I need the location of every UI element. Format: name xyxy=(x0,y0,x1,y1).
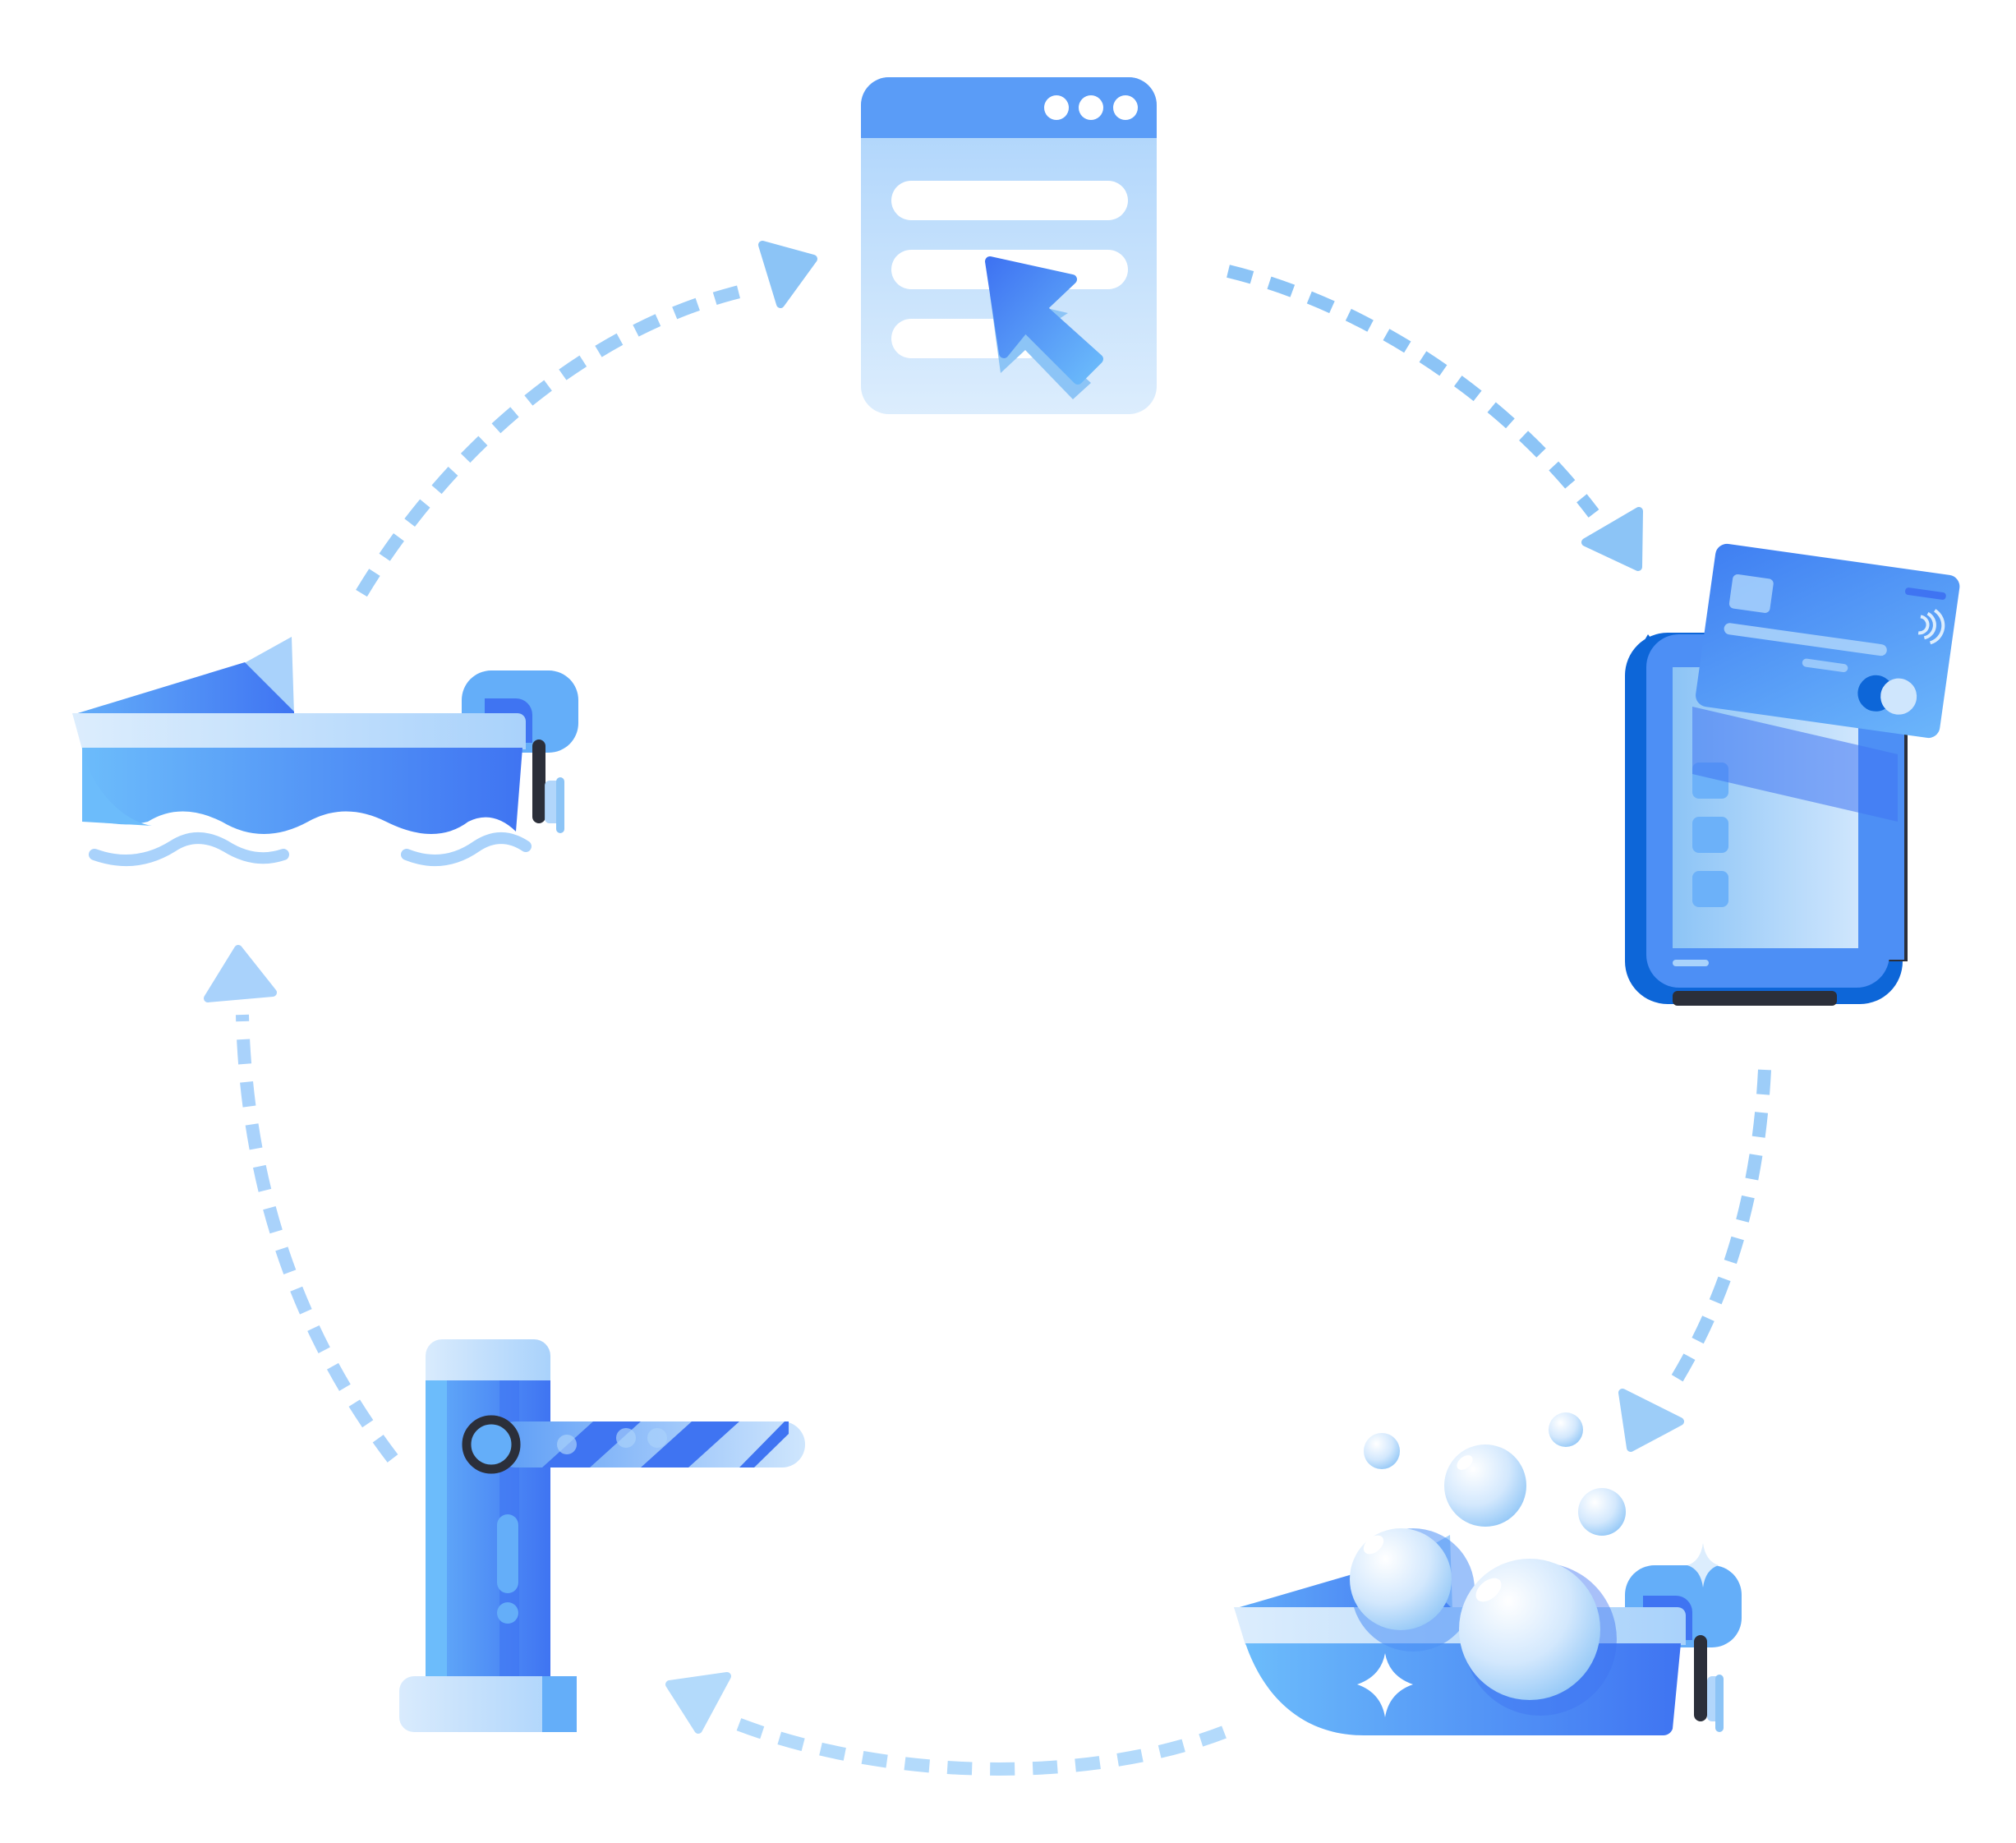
arrow-barrier-to-boat xyxy=(236,1014,398,1463)
parking-barrier-gate-icon xyxy=(399,1339,805,1732)
arrow-boat-to-browser xyxy=(356,285,741,597)
arrow-browser-to-terminal xyxy=(1227,265,1599,518)
arrow-heads xyxy=(204,241,1684,1734)
arrowhead-barrier xyxy=(665,1672,731,1734)
arrowhead-browser xyxy=(758,241,817,308)
arrow-wash-to-barrier xyxy=(729,1715,1227,1776)
boat-on-water-icon xyxy=(72,637,578,867)
arrowhead-boat xyxy=(204,945,277,1002)
card-payment-terminal-icon xyxy=(1625,543,1960,1006)
cycle-arrows xyxy=(236,265,1771,1776)
arrowhead-terminal xyxy=(1581,507,1643,571)
boat-wash-bubbles-icon xyxy=(1234,1412,1742,1736)
arrow-terminal-to-wash xyxy=(1670,1069,1771,1385)
arrowhead-wash xyxy=(1618,1389,1684,1452)
browser-window-cursor-icon xyxy=(861,77,1157,414)
